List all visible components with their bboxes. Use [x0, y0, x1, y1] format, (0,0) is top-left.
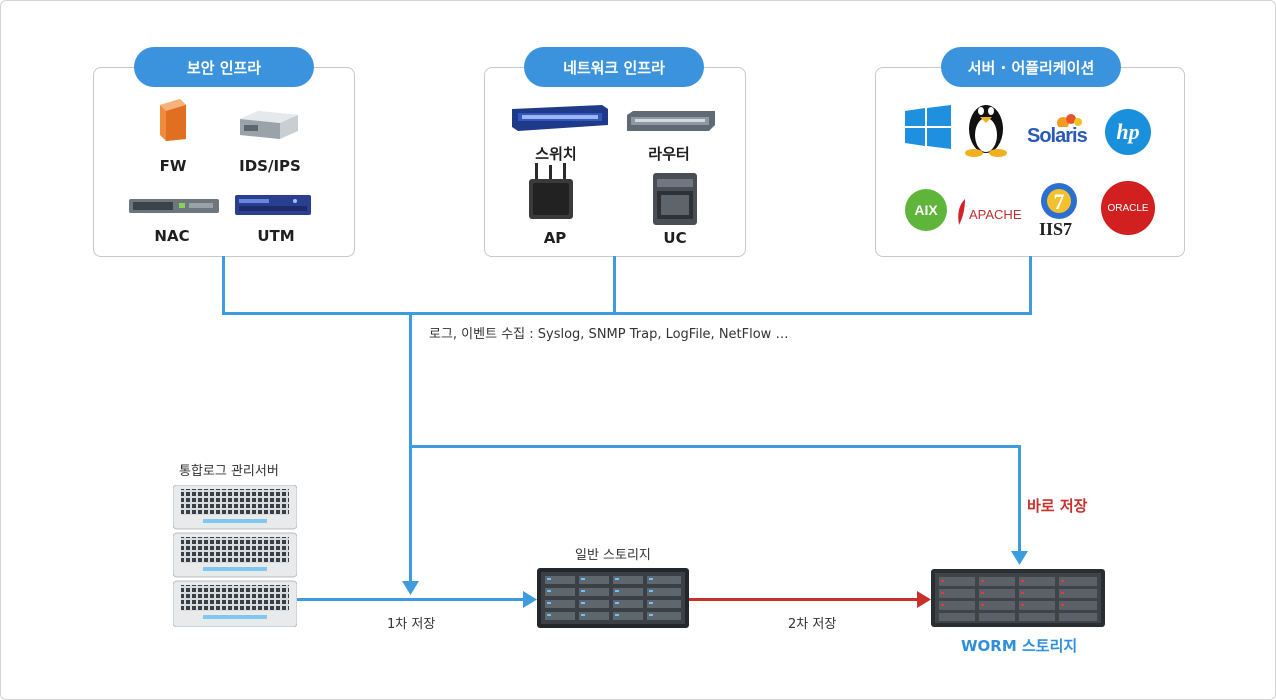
hp-text: hp	[1116, 119, 1140, 144]
utm-label: UTM	[257, 227, 295, 245]
collect-bus	[222, 312, 1032, 315]
trunk-line	[409, 314, 412, 584]
router-icon	[627, 111, 715, 131]
windows-icon	[905, 105, 951, 149]
ids-ips-label: IDS/IPS	[239, 157, 301, 175]
connector-network	[613, 256, 616, 314]
collect-label: 로그, 이벤트 수집 : Syslog, SNMP Trap, LogFile,…	[429, 327, 789, 342]
linux-icon	[965, 105, 1007, 157]
security-infra-box	[93, 67, 355, 257]
iis7-text: IIS7	[1039, 219, 1073, 239]
router-label: 라우터	[648, 145, 690, 163]
connector-security	[222, 256, 225, 314]
uc-icon	[653, 173, 697, 225]
utm-icon	[235, 195, 311, 215]
direct-branch-horizontal	[409, 445, 1021, 448]
ids-ips-icon	[240, 111, 298, 139]
direct-save-label: 바로 저장	[1027, 497, 1088, 515]
ap-icon	[529, 163, 573, 219]
worm-storage-icon	[931, 569, 1105, 627]
first-save-line	[297, 598, 525, 601]
direct-arrowhead	[1011, 551, 1028, 565]
storage-label: 일반 스토리지	[575, 548, 651, 563]
nac-label: NAC	[154, 227, 190, 245]
oracle-icon: ORACLE	[1101, 181, 1155, 235]
ap-label: AP	[543, 229, 567, 247]
switch-icon	[512, 105, 608, 131]
direct-branch-vertical	[1018, 445, 1021, 553]
server-rack-icon	[172, 484, 298, 628]
storage-icon	[537, 568, 689, 628]
second-save-arrowhead	[917, 591, 931, 608]
firewall-icon	[160, 99, 186, 141]
solaris-icon: Solaris	[1027, 111, 1097, 151]
security-infra-title: 보안 인프라	[134, 47, 314, 87]
log-server-label: 통합로그 관리서버	[179, 464, 279, 479]
first-save-label: 1차 저장	[387, 617, 436, 632]
apache-icon: APACHE	[955, 199, 1029, 229]
trunk-arrowhead	[402, 581, 419, 595]
oracle-text: ORACLE	[1107, 202, 1149, 214]
first-save-arrowhead	[523, 591, 537, 608]
uc-label: UC	[663, 229, 687, 247]
aix-icon: AIX	[905, 189, 947, 231]
nac-icon	[129, 199, 219, 213]
aix-text: AIX	[914, 202, 938, 218]
svg-text:7: 7	[1054, 189, 1065, 214]
server-app-title: 서버 · 어플리케이션	[941, 47, 1121, 87]
hp-icon: hp	[1105, 109, 1151, 155]
iis7-icon: 7 IIS7	[1037, 181, 1081, 241]
second-save-label: 2차 저장	[788, 617, 837, 632]
network-infra-box	[484, 67, 746, 257]
apache-text: APACHE	[969, 207, 1022, 222]
connector-server	[1029, 256, 1032, 314]
worm-storage-label: WORM 스토리지	[961, 637, 1078, 655]
switch-label: 스위치	[535, 145, 577, 163]
fw-label: FW	[159, 157, 187, 175]
network-infra-title: 네트워크 인프라	[524, 47, 704, 87]
second-save-line	[689, 598, 919, 601]
solaris-text: Solaris	[1027, 125, 1088, 147]
